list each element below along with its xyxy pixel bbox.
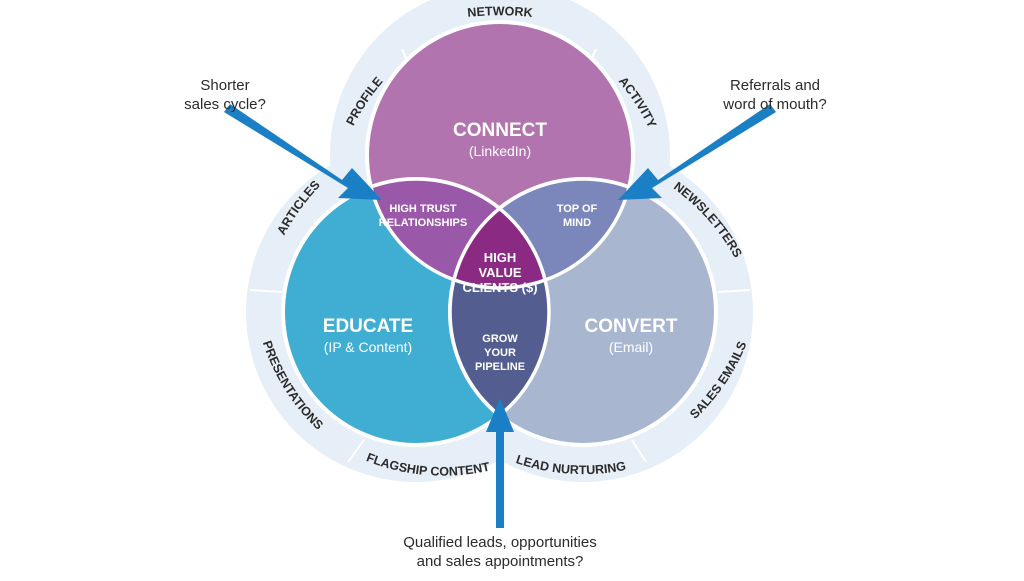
overlap-ce-line1: HIGH TRUST xyxy=(389,203,457,215)
center-line2: VALUE xyxy=(478,265,521,280)
overlap-ev-line2: YOUR xyxy=(484,347,516,359)
annotation-qualified-leads: Qualified leads, opportunities and sales… xyxy=(360,533,640,571)
arrow-right xyxy=(618,104,776,200)
annotation-right-line1: Referrals and xyxy=(729,77,821,94)
connect-title: CONNECT xyxy=(453,120,547,141)
ring-label-network: NETWORK xyxy=(467,4,534,20)
circle-titles: CONNECT (LinkedIn) EDUCATE (IP & Content… xyxy=(323,120,678,355)
arrow-bottom xyxy=(486,398,514,528)
annotation-bottom-line2: and sales appointments? xyxy=(416,553,584,570)
annotation-bottom-line1: Qualified leads, opportunities xyxy=(403,534,597,551)
overlap-cv-line2: MIND xyxy=(563,217,591,229)
annotation-shorter-sales-cycle: Shorter sales cycle? xyxy=(170,76,280,114)
connect-subtitle: (LinkedIn) xyxy=(469,143,531,159)
center-line1: HIGH xyxy=(484,250,517,265)
circle-outlines xyxy=(281,20,718,447)
venn-circles xyxy=(281,20,718,447)
annotation-left-line2: sales cycle? xyxy=(184,96,266,113)
arrows xyxy=(224,104,776,528)
overlap-ce-line2: RELATIONSHIPS xyxy=(379,217,467,229)
overlap-center xyxy=(450,179,549,288)
arrow-left xyxy=(224,104,382,200)
overlap-ev-line3: PIPELINE xyxy=(475,361,525,373)
convert-subtitle: (Email) xyxy=(609,339,653,355)
convert-title: CONVERT xyxy=(585,316,678,337)
overlap-cv-line1: TOP OF xyxy=(557,203,598,215)
center-line3: CLIENTS ($) xyxy=(462,280,537,295)
annotation-right-line2: word of mouth? xyxy=(723,96,827,113)
overlap-ev-line1: GROW xyxy=(482,333,518,345)
annotation-referrals: Referrals and word of mouth? xyxy=(700,76,850,114)
educate-subtitle: (IP & Content) xyxy=(324,339,412,355)
educate-title: EDUCATE xyxy=(323,316,413,337)
overlap-labels: HIGH TRUST RELATIONSHIPS TOP OF MIND GRO… xyxy=(379,203,598,373)
annotation-left-line1: Shorter xyxy=(200,77,250,94)
